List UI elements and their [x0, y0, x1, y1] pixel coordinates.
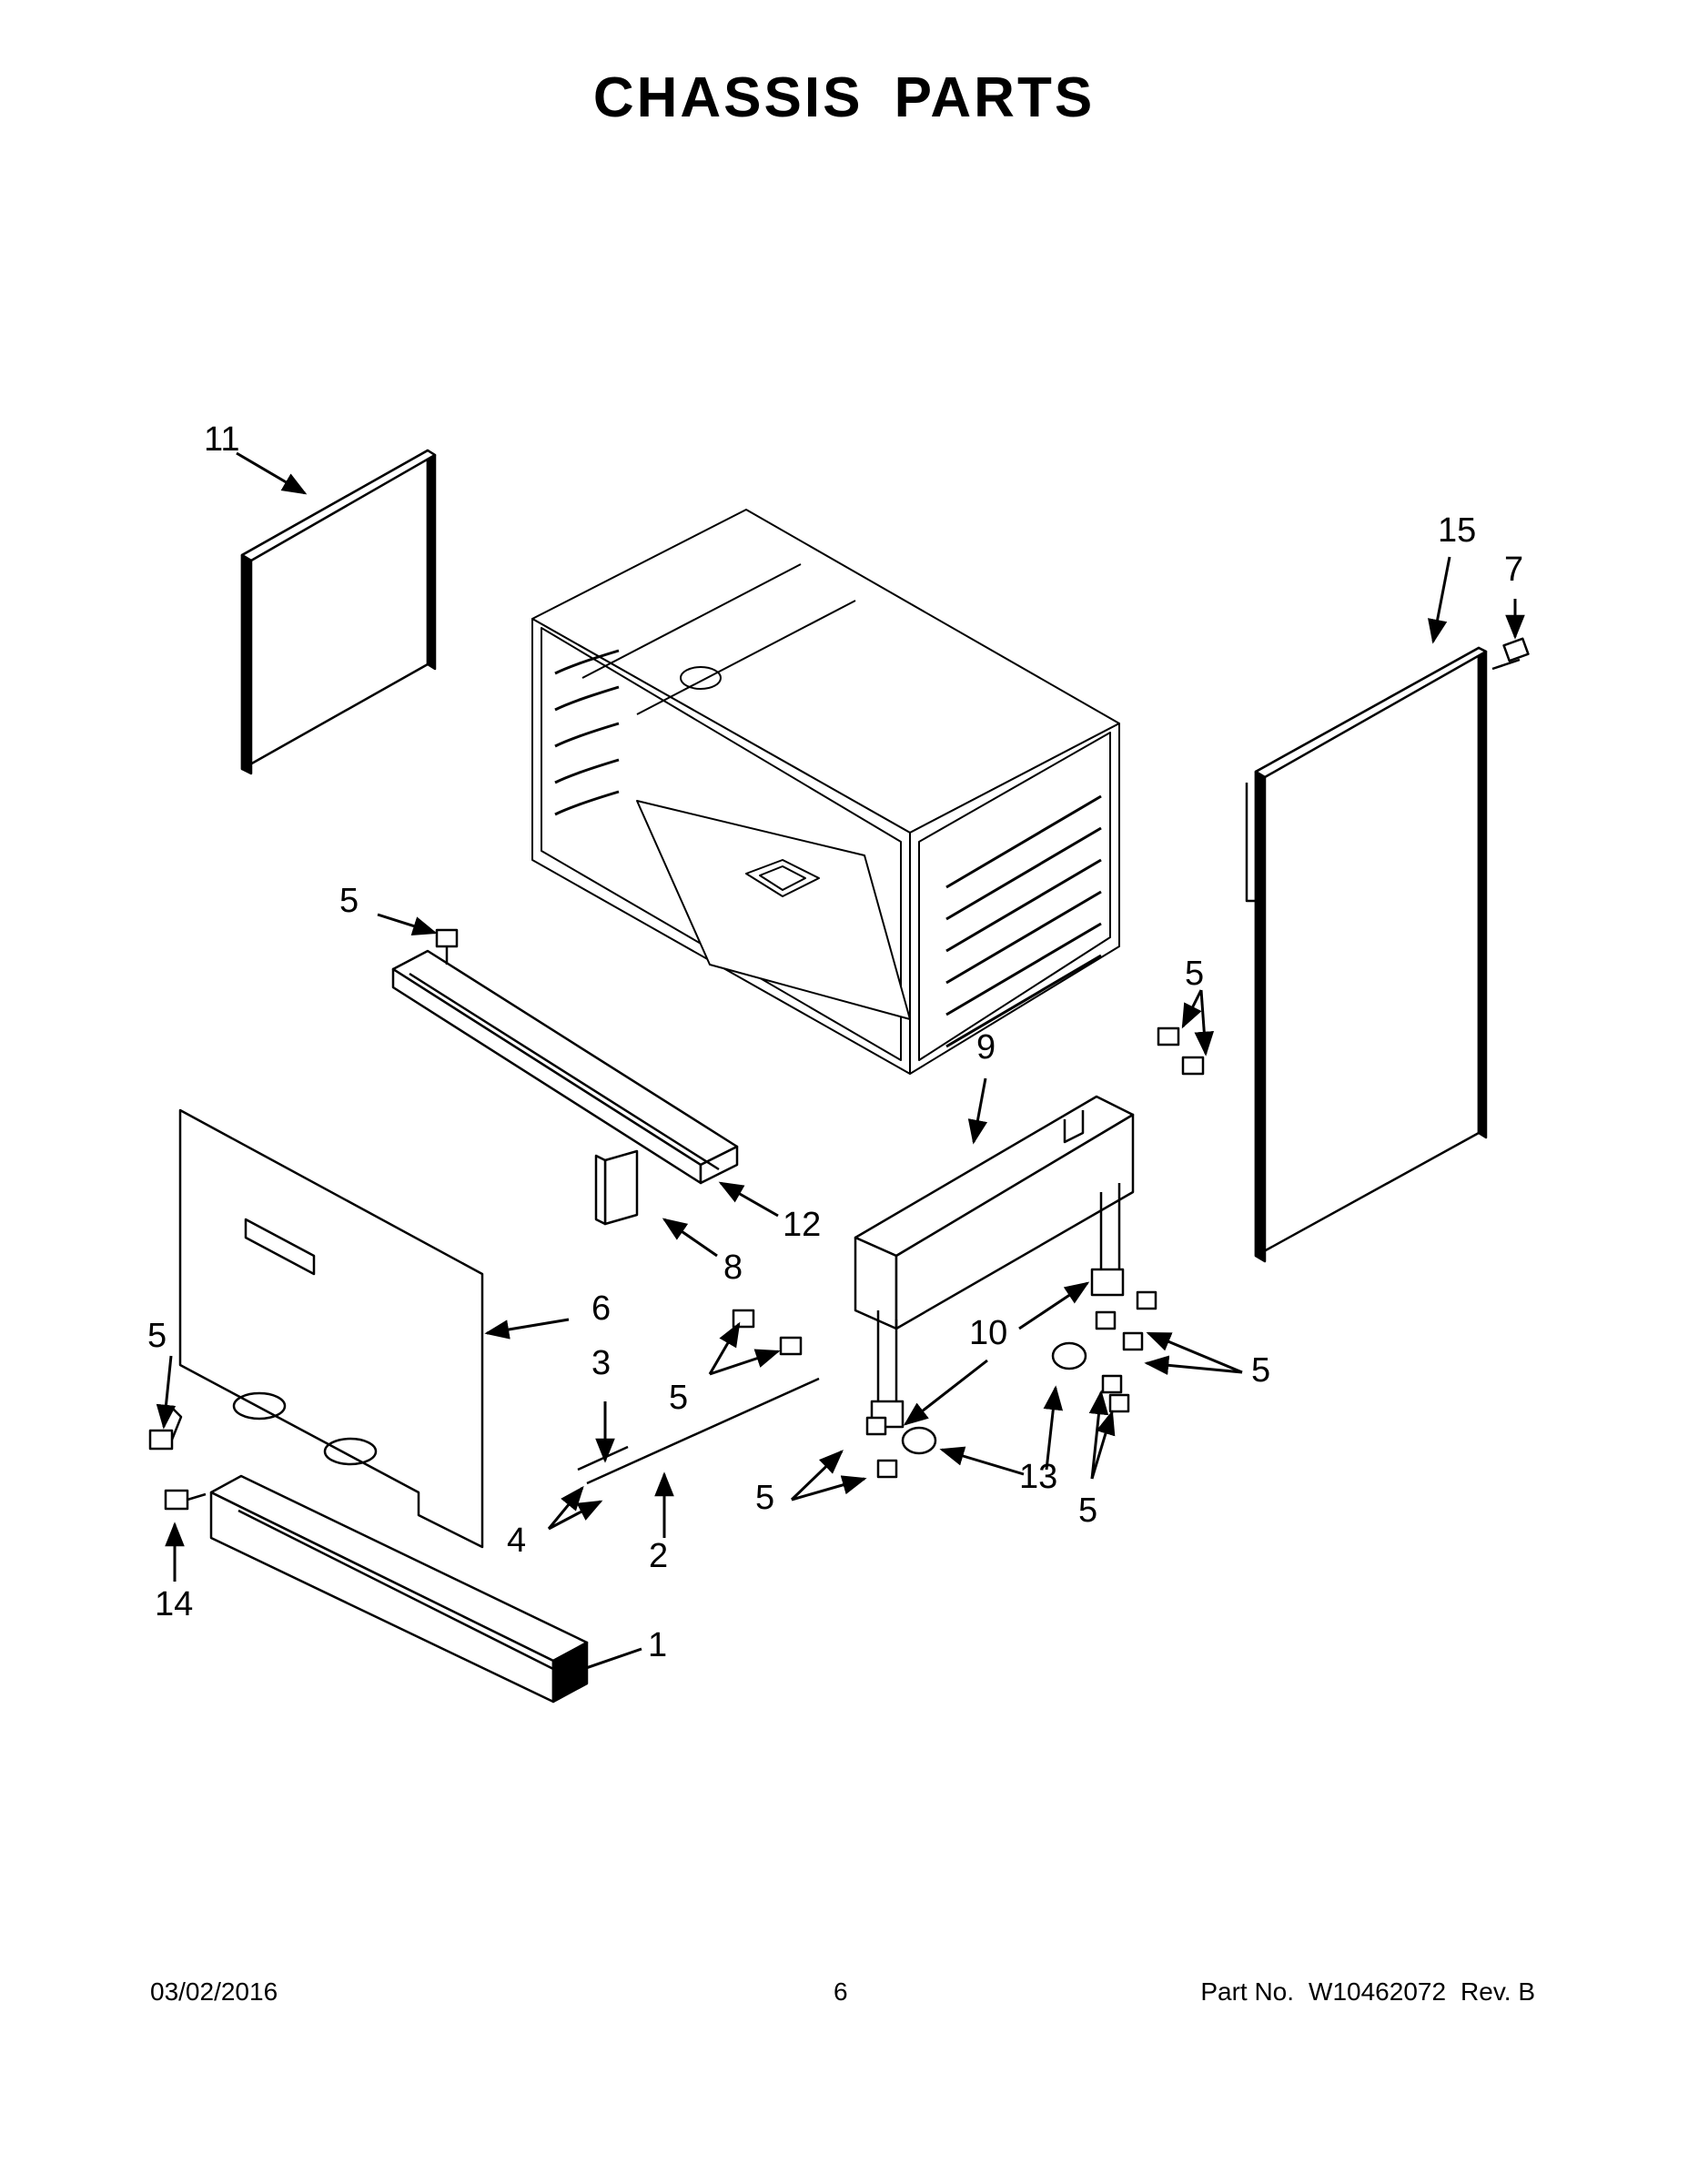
- leader-5-br-b: [1144, 1355, 1243, 1376]
- rack-guides-left: [554, 649, 620, 816]
- part-11-side-panel-left: [240, 449, 437, 775]
- part-14-screw: [164, 1489, 207, 1511]
- callout-2: 2: [649, 1537, 668, 1575]
- footer-page-number: 6: [834, 1977, 848, 2006]
- part-5-screw-bracket: [435, 928, 459, 965]
- part-3-pin: [577, 1445, 629, 1471]
- leader-12: [718, 1181, 779, 1218]
- leader-5-low-a: [790, 1450, 844, 1502]
- leader-5-mid-b: [709, 1349, 781, 1376]
- part-9-leveling-box: [854, 1095, 1135, 1330]
- part-5-screws-box: [732, 1026, 1205, 1479]
- callout-1: 1: [648, 1626, 667, 1664]
- callout-6: 6: [591, 1289, 611, 1328]
- callout-15: 15: [1438, 511, 1476, 550]
- leader-10-a: [1018, 1281, 1090, 1330]
- callout-4: 4: [507, 1522, 526, 1560]
- callout-5-mid: 5: [669, 1379, 688, 1417]
- leader-9: [967, 1077, 988, 1145]
- footer-date: 03/02/2016: [150, 1977, 278, 2006]
- leader-5-mid-a: [708, 1321, 741, 1375]
- leader-10-b: [903, 1359, 988, 1426]
- leader-11: [236, 451, 308, 495]
- leader-1: [560, 1647, 642, 1679]
- leader-8: [662, 1218, 718, 1258]
- rack-guides-right: [945, 794, 1102, 1048]
- leader-5-br-a: [1146, 1331, 1243, 1374]
- callout-5-right: 5: [1185, 955, 1204, 993]
- footer-part-info: Part No. W10462072 Rev. B: [1200, 1977, 1535, 2007]
- callout-3: 3: [591, 1344, 611, 1382]
- callout-11: 11: [204, 420, 239, 459]
- vent-hole: [680, 666, 722, 690]
- leader-6: [484, 1318, 570, 1340]
- oven-cavity: [531, 509, 1120, 1075]
- footer-part-label: Part No.: [1200, 1977, 1295, 2006]
- part-1-kick-panel: [209, 1474, 589, 1704]
- leader-arrows: [156, 451, 1525, 1679]
- leader-4-b: [548, 1500, 603, 1531]
- page-title: CHASSIS PARTS: [592, 66, 1096, 129]
- leader-5-low-b: [791, 1475, 867, 1502]
- footer-part-number: W10462072: [1309, 1977, 1447, 2006]
- callout-10: 10: [969, 1314, 1007, 1352]
- leader-13-b: [1043, 1385, 1064, 1471]
- leader-5-bl-b: [1090, 1410, 1116, 1480]
- callout-12: 12: [783, 1206, 821, 1244]
- leader-15: [1428, 556, 1451, 644]
- callout-5-bottom: 5: [1078, 1491, 1097, 1530]
- part-2-rod: [586, 1377, 820, 1485]
- leader-5-top: [377, 913, 438, 935]
- leader-5-right-a: [1181, 989, 1203, 1029]
- leader-4-a: [547, 1485, 584, 1530]
- callout-13: 13: [1019, 1458, 1057, 1496]
- part-7-screw: [1491, 637, 1530, 671]
- part-15-side-panel-right: [1245, 646, 1488, 1263]
- callout-9: 9: [976, 1028, 996, 1067]
- callout-5-low: 5: [755, 1479, 774, 1517]
- callout-7: 7: [1504, 551, 1523, 589]
- callout-5-top: 5: [339, 882, 359, 920]
- leader-13-a: [939, 1446, 1025, 1476]
- leader-5-left: [156, 1355, 177, 1430]
- callout-8: 8: [723, 1249, 743, 1287]
- part-8-clip: [594, 1149, 639, 1226]
- callout-5-left: 5: [147, 1317, 167, 1355]
- leader-5-right-b: [1194, 989, 1215, 1057]
- callout-5-br: 5: [1251, 1351, 1270, 1390]
- callout-labels: 11 15 7 5 5 9 12 8 6 5 3 10 5 5 4 2 5 13…: [147, 420, 1523, 1664]
- callout-14: 14: [155, 1585, 193, 1623]
- part-13-leveler-foot: [901, 1341, 1087, 1455]
- part-12-rail-bracket: [391, 949, 739, 1185]
- footer-revision: Rev. B: [1461, 1977, 1535, 2006]
- part-6-back-panel: [178, 1108, 484, 1549]
